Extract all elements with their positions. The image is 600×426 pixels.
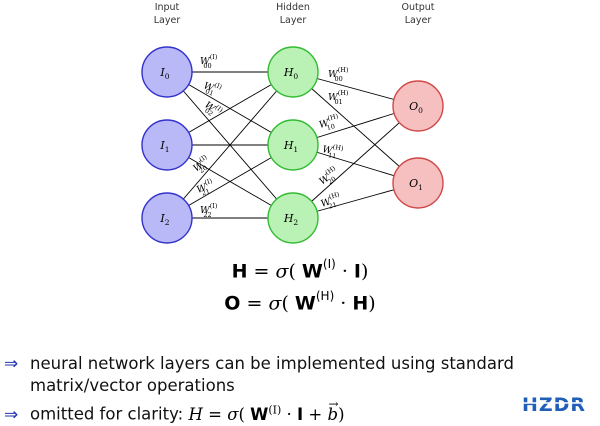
bullet-1-line2: matrix/vector operations <box>30 376 235 395</box>
input-node-0 <box>141 46 193 98</box>
input-node-1 <box>141 119 193 171</box>
eq2-sigma: σ <box>268 292 282 315</box>
bullet-1-cont: matrix/vector operations <box>30 375 235 397</box>
input-layer-title-line2: Layer <box>154 15 181 26</box>
hidden-node-0 <box>267 46 319 98</box>
equation-output: O = σ( W(H) · H) <box>224 289 376 315</box>
bullet-2-h: H <box>188 404 203 424</box>
logo-background <box>511 394 597 414</box>
neural-network-diagram: Input Layer Hidden Layer Output Layer I0… <box>141 2 444 244</box>
weight-ho-11: W(H)11 <box>321 141 345 161</box>
weight-ih-02: W(I)02 <box>200 97 225 121</box>
hzdr-logo: HZDR <box>511 394 597 416</box>
bullet-2-i: I <box>297 404 304 424</box>
bullet-1: ⇒ neural network layers can be implemente… <box>4 353 514 375</box>
edge-h2-o0 <box>292 105 419 219</box>
weight-ih-22: W(I)22 <box>200 202 218 219</box>
eq1-weight-sup: (I) <box>322 257 336 271</box>
eq2-weight: W <box>294 292 316 315</box>
eq1-sigma: σ <box>275 260 289 283</box>
output-layer-title-line1: Output <box>402 2 435 13</box>
output-layer-title-line2: Layer <box>405 15 432 26</box>
weight-ih-01: W(I)01 <box>201 78 224 100</box>
weight-ih-00: W(I)00 <box>200 53 218 70</box>
eq2-hidden: H <box>352 292 369 315</box>
eq2-lhs: O <box>224 292 241 315</box>
weight-ho-01: W(H)01 <box>328 89 349 106</box>
hidden-node-1 <box>267 119 319 171</box>
bullet-2-text: omitted for clarity: <box>30 404 184 424</box>
implies-arrow-icon: ⇒ <box>4 404 19 425</box>
edge-i2-h0 <box>166 71 294 219</box>
input-node-label-1: I1 <box>159 139 169 154</box>
hidden-layer-title-line2: Layer <box>280 15 307 26</box>
weight-ih-20: W(I)20 <box>190 153 214 177</box>
bias-vector: →b <box>327 397 339 426</box>
input-node-label-2: I2 <box>159 212 169 227</box>
eq1-lhs: H <box>231 260 248 283</box>
eq1-input: I <box>353 260 361 283</box>
input-node-label-0: I0 <box>159 66 169 81</box>
bullet-2: ⇒omitted for clarity: H = σ( W(I) · I + … <box>4 397 345 426</box>
input-node-2 <box>141 192 193 244</box>
vector-arrow-icon: → <box>328 396 339 411</box>
output-node-1 <box>392 157 444 209</box>
edge-h0-o1 <box>292 71 419 184</box>
bullet-2-b: b <box>327 404 339 424</box>
bullet-2-w-sup: (I) <box>268 403 282 416</box>
weight-ho-21: W(H)21 <box>319 190 344 213</box>
implies-arrow-icon: ⇒ <box>4 354 19 374</box>
bullet-2-sigma: σ <box>227 404 239 424</box>
bullet-2-w: W <box>250 404 269 424</box>
bullet-1-line1: neural network layers can be implemented… <box>30 354 514 373</box>
weight-ih-21: W(I)21 <box>194 177 217 199</box>
equation-hidden: H = σ( W(I) · I) <box>231 257 369 283</box>
logo-text: HZDR <box>522 394 586 416</box>
input-layer-title-line1: Input <box>155 2 180 13</box>
output-node-0 <box>392 80 444 132</box>
weight-ho-00: W(H)00 <box>328 66 349 83</box>
eq1-weight: W <box>301 260 323 283</box>
eq2-weight-sup: (H) <box>315 289 335 303</box>
hidden-node-2 <box>267 192 319 244</box>
hidden-layer-title-line1: Hidden <box>276 2 310 13</box>
